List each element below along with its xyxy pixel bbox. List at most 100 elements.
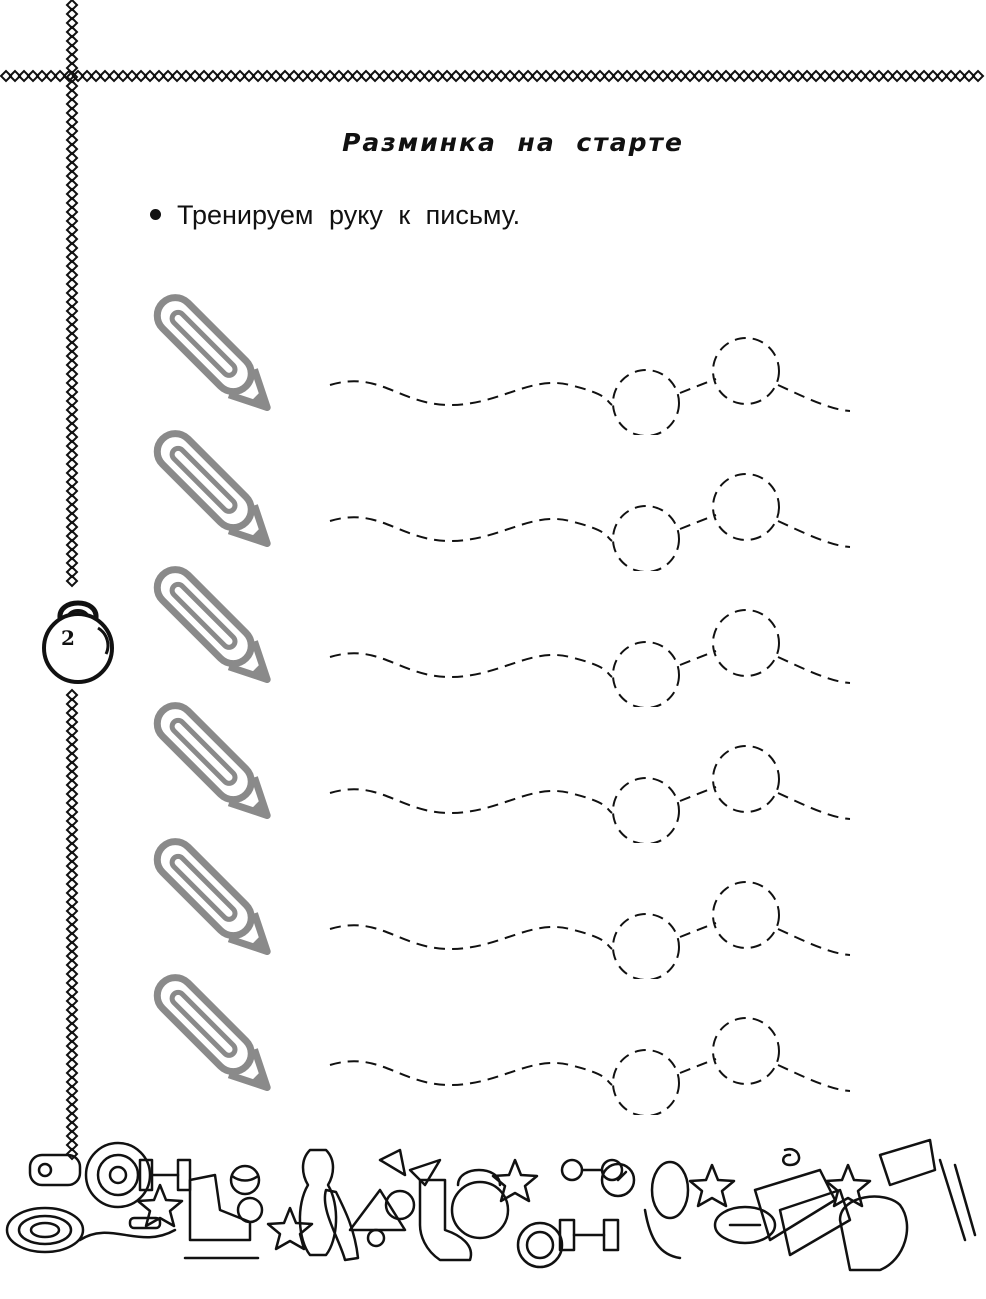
stopwatch-icon xyxy=(600,1162,636,1198)
tracing-loop xyxy=(712,473,780,541)
chain-link xyxy=(65,868,79,882)
chain-link xyxy=(65,886,79,900)
chain-link xyxy=(65,940,79,954)
star-icon xyxy=(824,1163,872,1208)
tracing-row-graphic xyxy=(153,294,851,435)
tracing-line xyxy=(679,650,717,666)
chain-link xyxy=(65,733,79,747)
tracing-line xyxy=(777,520,851,548)
rugby-ball-icon xyxy=(713,1205,777,1245)
chain-link xyxy=(65,97,79,111)
chain-link xyxy=(65,250,79,264)
flag-icon xyxy=(378,1148,442,1187)
chain-link xyxy=(65,484,79,498)
chain-link xyxy=(65,493,79,507)
tracing-row xyxy=(150,955,870,1115)
chain-link xyxy=(65,412,79,426)
kettlebell-icon xyxy=(42,600,114,684)
chain-link xyxy=(65,1039,79,1053)
chain-link xyxy=(65,403,79,417)
goggles-icon xyxy=(643,1160,690,1260)
chain-link xyxy=(65,430,79,444)
tracing-loop xyxy=(612,1049,680,1115)
chain-link xyxy=(65,151,79,165)
tracing-line xyxy=(679,378,717,394)
tracing-loop xyxy=(612,369,680,435)
chain-link xyxy=(65,43,79,57)
chain-link xyxy=(65,547,79,561)
chain-link xyxy=(65,196,79,210)
chain-link xyxy=(65,922,79,936)
chain-link xyxy=(65,832,79,846)
chain-link xyxy=(65,358,79,372)
chain-link xyxy=(65,706,79,720)
tracing-line xyxy=(777,792,851,820)
pencil-icon xyxy=(153,430,271,548)
tracing-loop xyxy=(712,609,780,677)
dumbbell-icon xyxy=(138,1158,192,1192)
chain-link xyxy=(65,16,79,30)
tracing-loop xyxy=(612,505,680,571)
target-icon xyxy=(84,1141,152,1209)
chain-link xyxy=(65,769,79,783)
pencil-icon xyxy=(153,702,271,820)
chain-link xyxy=(65,259,79,273)
chain-link xyxy=(65,1075,79,1089)
tracing-row xyxy=(150,547,870,707)
chain-link xyxy=(65,295,79,309)
jump-rope-icon xyxy=(78,1216,177,1242)
tracing-row-graphic xyxy=(153,702,851,843)
flipper-icon xyxy=(753,1168,852,1257)
chain-link xyxy=(65,985,79,999)
chain-link xyxy=(65,25,79,39)
chain-link xyxy=(65,1066,79,1080)
chain-link xyxy=(65,778,79,792)
chain-link xyxy=(65,223,79,237)
chain-link xyxy=(65,322,79,336)
chain-link xyxy=(65,1138,79,1152)
tracing-row xyxy=(150,411,870,571)
chain-link xyxy=(65,1129,79,1143)
tracing-line xyxy=(777,1064,851,1092)
whistle-icon xyxy=(28,1153,82,1187)
chain-link xyxy=(65,913,79,927)
tracing-loop xyxy=(612,641,680,707)
chain-link xyxy=(65,976,79,990)
shuttlecock-icon xyxy=(348,1188,407,1248)
chain-link xyxy=(65,457,79,471)
chain-link xyxy=(65,850,79,864)
tracing-loop xyxy=(712,337,780,405)
star-icon xyxy=(688,1163,736,1208)
chain-link xyxy=(65,1102,79,1116)
chain-link xyxy=(65,565,79,579)
chain-link xyxy=(65,1048,79,1062)
bowling-pin-icon xyxy=(298,1148,360,1262)
tracing-line xyxy=(679,922,717,938)
chain-link xyxy=(65,52,79,66)
chain-link xyxy=(65,1030,79,1044)
rope-coil-icon xyxy=(5,1206,85,1254)
chain-link xyxy=(65,814,79,828)
chain-link xyxy=(65,142,79,156)
chain-link xyxy=(65,742,79,756)
chain-link xyxy=(65,1003,79,1017)
chain-link xyxy=(65,958,79,972)
chain-link xyxy=(65,841,79,855)
instruction-label: Тренируем руку к письму. xyxy=(177,200,521,230)
chain-link xyxy=(65,367,79,381)
chain-link xyxy=(65,859,79,873)
chain-link xyxy=(65,214,79,228)
medal-icon xyxy=(384,1189,416,1221)
tracing-row-graphic xyxy=(153,974,851,1115)
pencil-icon xyxy=(153,974,271,1092)
chain-link xyxy=(65,751,79,765)
chain-link xyxy=(65,1120,79,1134)
chain-link xyxy=(65,1084,79,1098)
dumbbell-icon xyxy=(558,1158,624,1252)
ball-icon xyxy=(229,1164,264,1224)
boxing-glove-icon xyxy=(838,1195,909,1272)
tracing-line xyxy=(329,652,613,679)
chain-link xyxy=(65,7,79,21)
chain-link xyxy=(65,34,79,48)
